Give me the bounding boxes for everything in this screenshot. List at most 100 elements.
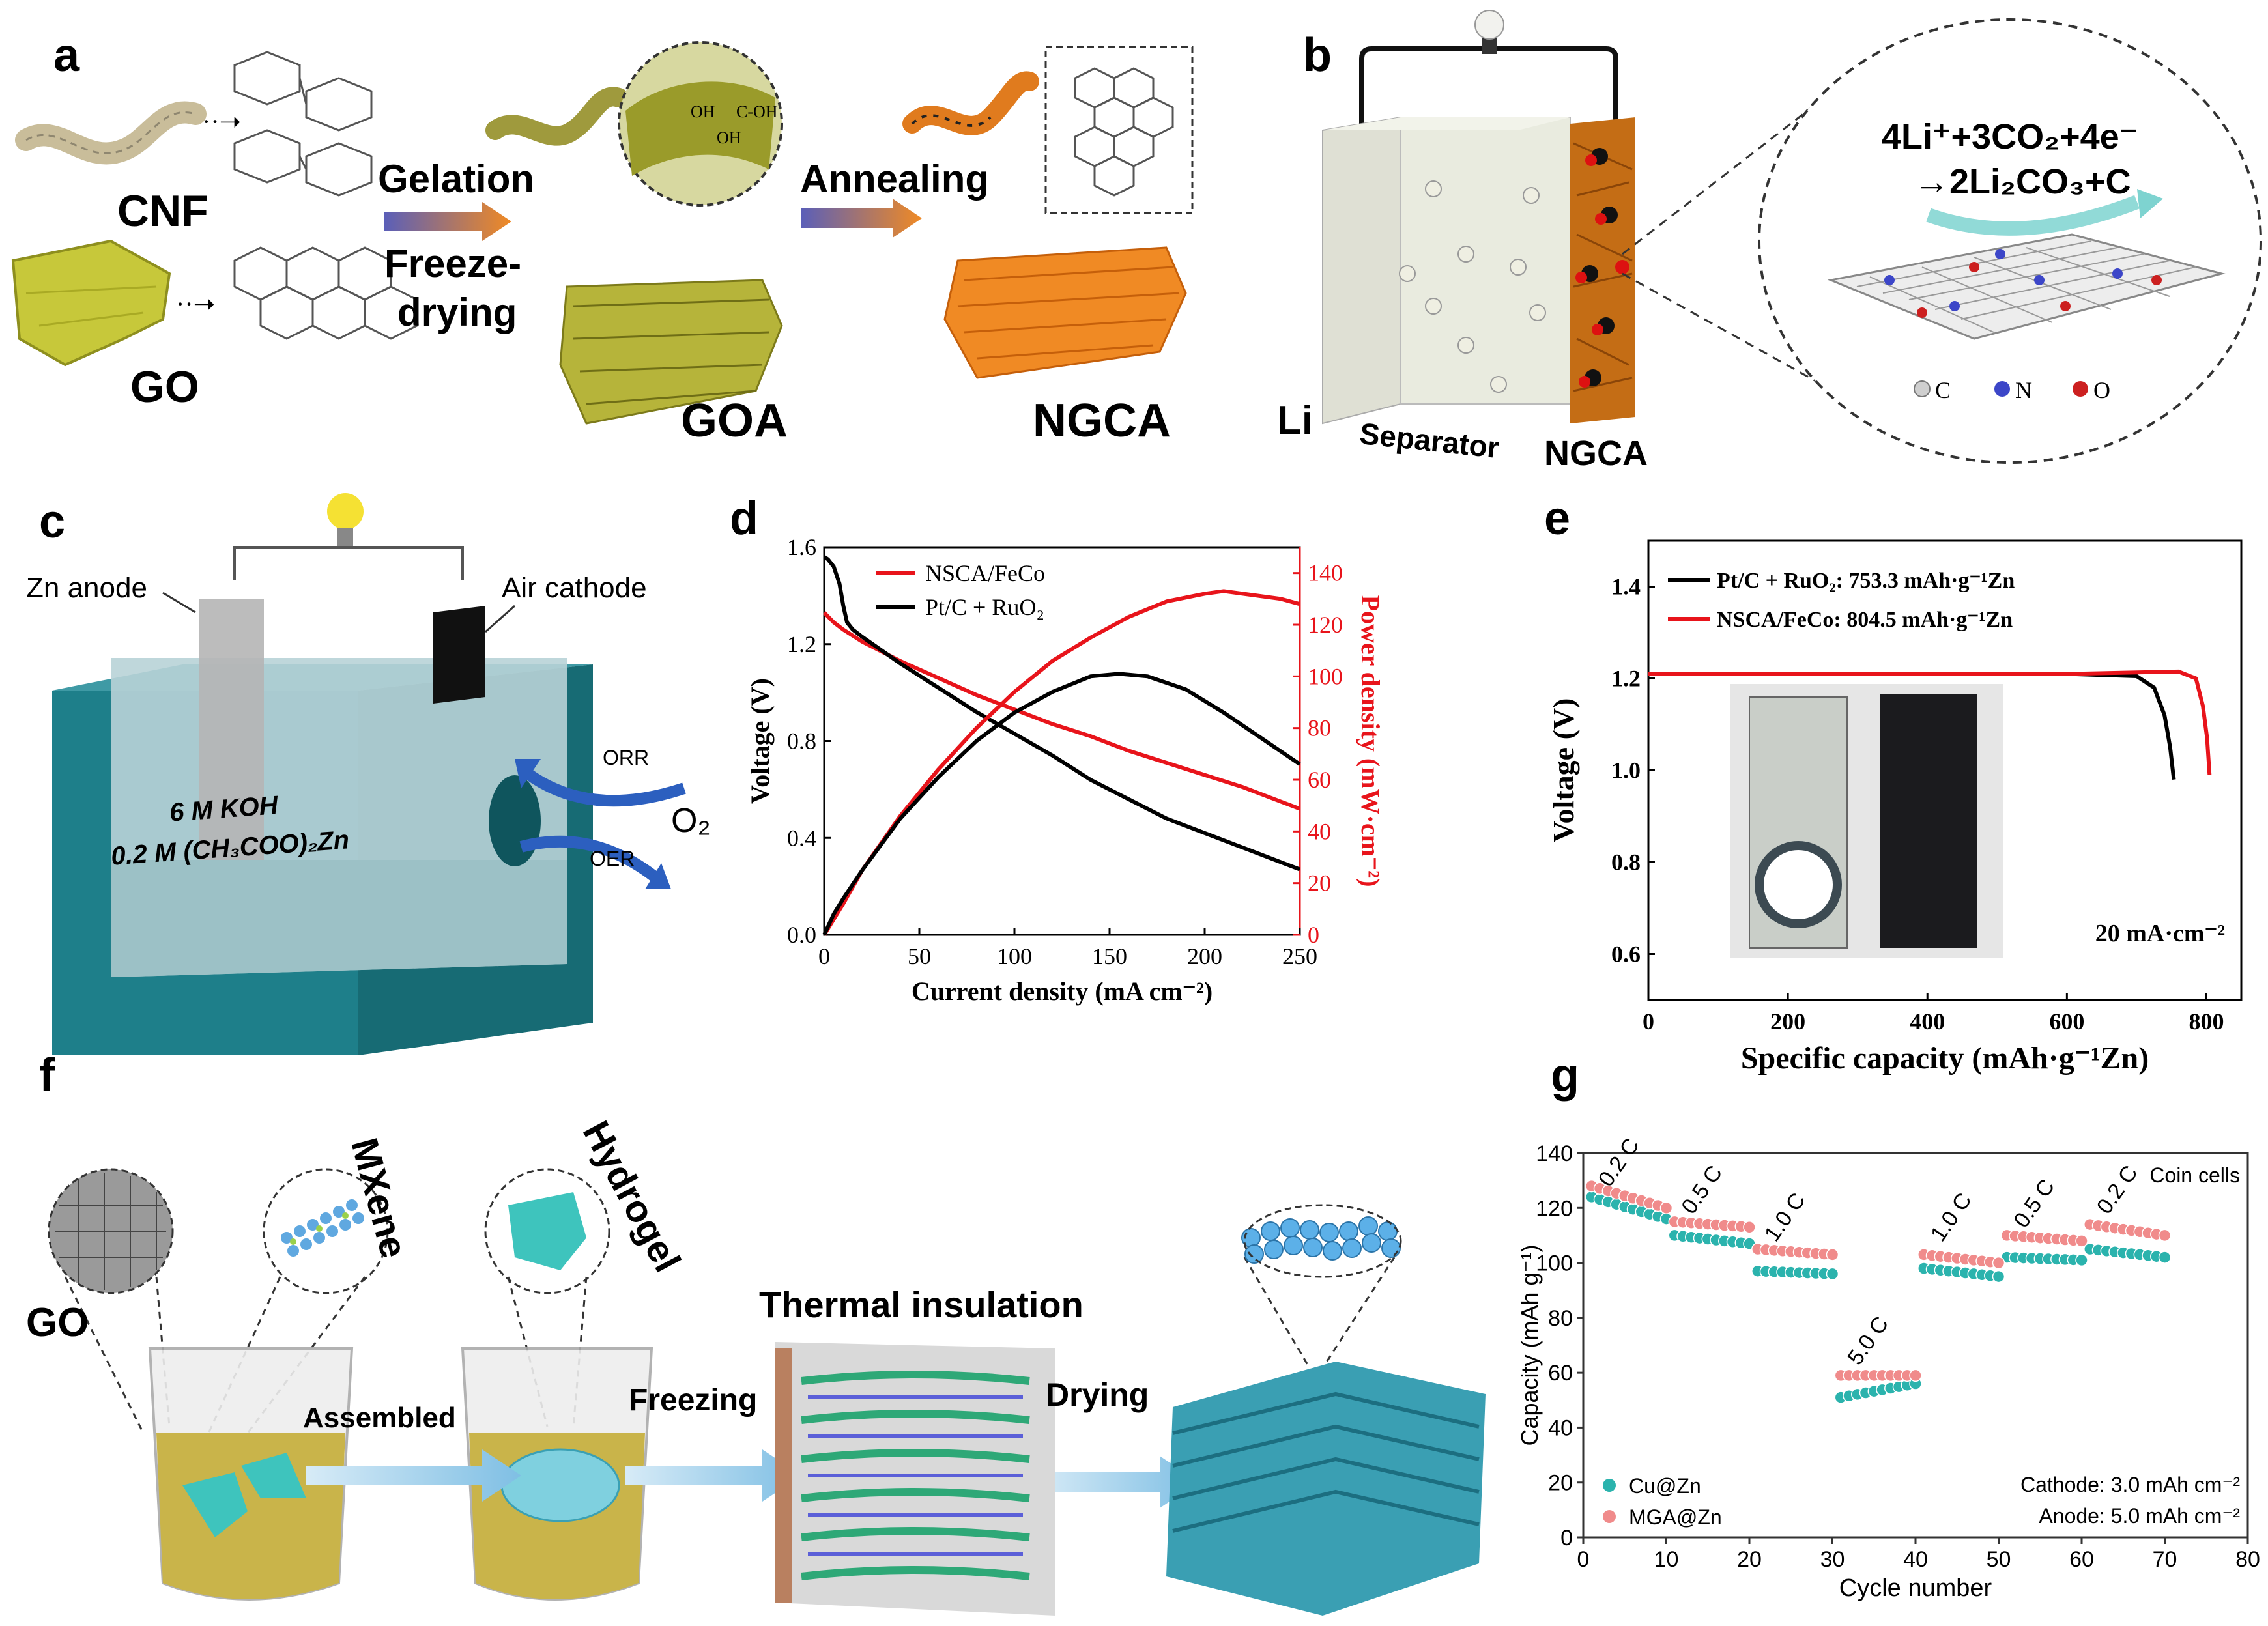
x-tick-label: 10 [1654,1547,1679,1572]
li-electrode [1322,116,1401,425]
cathode-annotation: Cathode: 3.0 mAh cm⁻² [2020,1473,2240,1496]
y-axis-label: Capacity (mAh g⁻¹) [1516,1244,1543,1446]
y2-tick-label: 40 [1308,818,1331,844]
legend-n-label: N [2015,377,2032,403]
legend-label: Pt/C + RuO₂: 753.3 mAh·g⁻¹Zn [1717,569,2015,593]
rate-label: 1.0 C [1926,1188,1977,1246]
gelation-label: Gelation [378,157,535,201]
panel-label-c: c [39,496,66,548]
legend-marker [1603,1510,1616,1523]
go-label-a: GO [130,362,199,412]
x-tick-label: 0 [1577,1547,1590,1572]
y2-axis-label: Power density (mW·cm⁻²) [1356,595,1385,887]
y-axis-label: Voltage (V) [745,678,775,804]
y2-tick-label: 0 [1308,922,1319,948]
ngca-aerogel [943,246,1187,379]
thermal-insulation-label: Thermal insulation [759,1284,1084,1325]
legend-label: NSCA/FeCo [925,560,1045,586]
go-structure [233,246,418,340]
reaction-equation-2: →2Li₂CO₃+C [1914,162,2131,201]
gelation-arrow [384,202,511,241]
panel-a: a ··➝ ··➝ [0,0,1238,449]
li-label: Li [1277,398,1313,443]
series-line-1 [822,611,1301,811]
rate-label: 0.2 C [2092,1161,2143,1218]
doped-graphene-sheet [1827,233,2226,340]
annealing-arrow [801,199,922,238]
panel-f: f [0,1042,1499,1626]
reaction-arrow [1926,195,2140,236]
annealing-label: Annealing [800,157,990,201]
y-tick-label: 0.8 [1611,849,1641,876]
y2-tick-label: 60 [1308,767,1331,793]
x-tick-label: 60 [2069,1547,2094,1572]
x-tick-label: 250 [1282,943,1317,969]
panel-a-graphics: ··➝ ··➝ [11,41,1194,425]
bulb-icon [327,493,364,530]
coin-cells-annotation: Coin cells [2149,1163,2240,1187]
o2-label: O₂ [671,802,711,840]
x-tick-label: 100 [997,943,1032,969]
legend-label: NSCA/FeCo: 804.5 mAh·g⁻¹Zn [1717,608,2013,632]
rate-label: 5.0 C [1843,1312,1893,1369]
panel-label-f: f [39,1049,55,1102]
freezing-label: Freezing [629,1383,758,1418]
x-tick-label: 50 [908,943,931,969]
x-tick-label: 50 [1987,1547,2011,1572]
panel-c-graphics [52,493,686,1055]
oer-label: OER [590,847,635,870]
y-tick-label: 20 [1548,1471,1573,1496]
y-tick-label: 1.2 [787,631,816,657]
x-tick-label: 800 [2189,1008,2224,1034]
ngca-label-a: NGCA [1033,395,1171,447]
x-tick-label: 200 [1187,943,1222,969]
air-cathode [433,606,485,704]
mxene-zoom-circle [263,1168,389,1294]
zn-anode [199,599,264,860]
y-tick-label: 1.4 [1611,574,1641,600]
legend-c-atom [1914,380,1931,397]
legend-marker [1603,1479,1616,1492]
data-point [2075,1253,2088,1267]
y-tick-label: 1.6 [787,534,816,560]
data-point [2158,1251,2172,1264]
legend-c-label: C [1935,377,1951,403]
y2-tick-label: 100 [1308,663,1343,689]
legend-o-label: O [2093,377,2110,403]
rate-label: 0.5 C [2009,1175,2060,1232]
y-tick-label: 1.0 [1611,758,1641,784]
x-tick-label: 80 [2235,1547,2260,1572]
data-point [1992,1270,2005,1283]
y-axis-label: Voltage (V) [1547,698,1580,843]
x-axis-label: Current density (mA cm⁻²) [912,977,1213,1006]
legend-n-atom [1994,381,2010,397]
panel-label-g: g [1551,1049,1579,1102]
panel-c: c Zn anode Air cathode 6 M KOH 0.2 M (CH… [0,482,736,1055]
panel-b-graphics [1322,10,2262,464]
y2-tick-label: 140 [1308,560,1343,586]
panel-label-e: e [1544,492,1571,545]
freeze-drying-label-2: drying [397,291,517,334]
data-point [2075,1234,2088,1248]
x-axis-label: Cycle number [1839,1575,1992,1602]
y-tick-label: 80 [1548,1306,1573,1331]
separator [1400,117,1571,405]
y-tick-label: 60 [1548,1361,1573,1386]
y2-tick-label: 80 [1308,715,1331,741]
go-label-f: GO [26,1300,89,1345]
assembled-label: Assembled [303,1402,456,1434]
series-line-2 [1648,669,2212,775]
svg-text:C-OH: C-OH [736,102,778,121]
rate-label: 1.0 C [1760,1188,1811,1246]
panel-f-graphics [48,1168,1486,1616]
dried-aerogel [1166,1362,1486,1616]
x-tick-label: 0 [1643,1008,1654,1034]
x-tick-label: 600 [2049,1008,2084,1034]
air-cathode-label: Air cathode [502,572,647,604]
drying-label: Drying [1046,1376,1149,1413]
x-tick-label: 40 [1903,1547,1928,1572]
co2-molecules [1575,148,1629,388]
data-point [1826,1267,1839,1281]
